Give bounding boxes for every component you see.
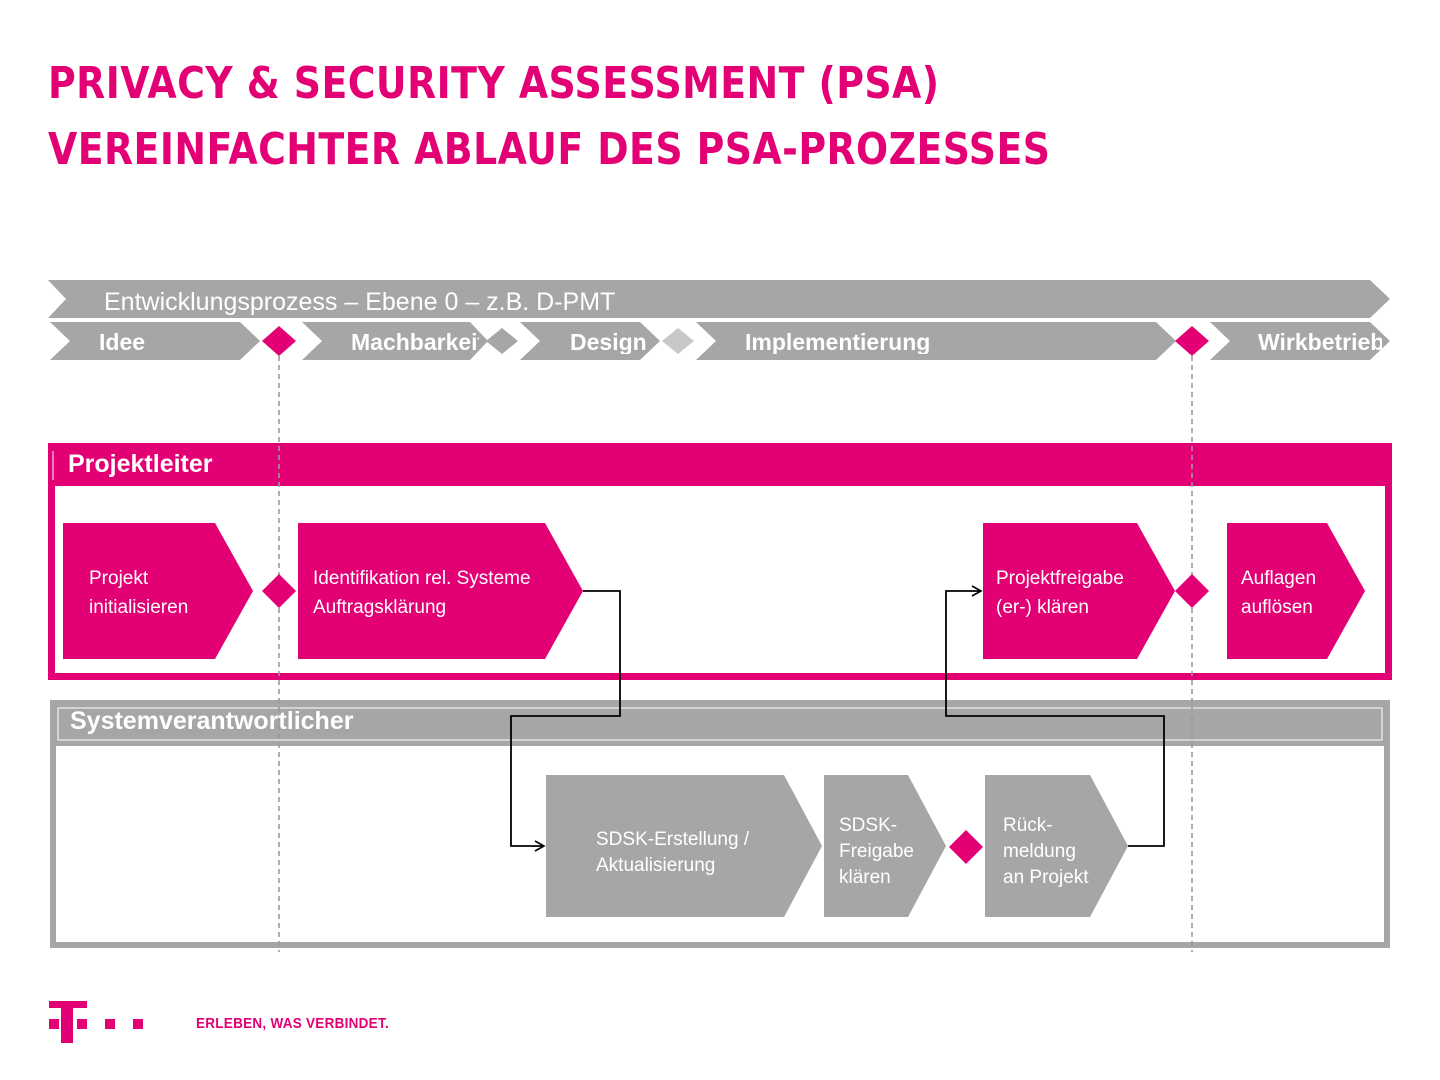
phase-label-idee: Idee [99, 331, 146, 354]
decision-diamond-1 [262, 574, 296, 608]
phase-chevron-design [520, 322, 660, 360]
lane-label-system-owner: Systemverantwortlicher [70, 707, 354, 735]
decision-diamond-3 [949, 830, 983, 864]
footer-tagline: ERLEBEN, WAS VERBINDET. [196, 1015, 389, 1032]
milestone-gate-1 [262, 326, 296, 356]
step-sdsk-freigabe [824, 775, 946, 917]
phase-chevron-idee [50, 322, 260, 360]
lane-label-project-lead: Projektleiter [68, 450, 213, 478]
phase-chevron-wirkbetrieb [1210, 322, 1390, 360]
step-label-auflagen: Auflagen auflösen [1241, 568, 1317, 618]
page-subtitle: VEREINFACHTER ABLAUF DES PSA-PROZESSES [48, 124, 1051, 175]
step-projektfreigabe [983, 523, 1175, 659]
connector-to-projektfreigabe [945, 585, 1165, 847]
decision-diamond-2 [1175, 574, 1209, 608]
milestone-gate-3 [662, 328, 694, 354]
telekom-logo [49, 1001, 143, 1043]
main-process-label: Entwicklungsprozess – Ebene 0 – z.B. D-P… [104, 288, 616, 316]
connector-to-sdsk [510, 590, 621, 852]
lane-system-owner-header [57, 707, 1383, 741]
milestone-gate-4 [1175, 326, 1209, 356]
page-title: PRIVACY & SECURITY ASSESSMENT (PSA) [48, 58, 940, 109]
step-sdsk-erstellung [546, 775, 822, 917]
step-label-rueckmeldung: Rück-meldung an Projekt [1003, 815, 1089, 888]
phase-label-implementierung: Implementierung [745, 331, 931, 354]
step-projekt-initialisieren [63, 523, 253, 659]
step-label-sdsk-erstellung: SDSK-Erstellung / Aktualisierung [596, 829, 750, 876]
step-identifikation [298, 523, 583, 659]
phase-chevron-machbarkeit [302, 322, 488, 360]
step-rueckmeldung [985, 775, 1128, 917]
step-auflagen [1227, 523, 1365, 659]
step-label-projekt-initialisieren: Projekt initialisieren [89, 568, 189, 618]
milestone-gate-2 [486, 328, 518, 354]
step-label-projektfreigabe: Projektfreigabe (er-) klären [996, 568, 1124, 618]
phase-chevron-implementierung [696, 322, 1176, 360]
step-label-identifikation: Identifikation rel. Systeme Auftragsklär… [313, 568, 531, 618]
phase-label-design: Design [570, 331, 647, 354]
phase-label-machbarkeit: Machbarkeit [351, 331, 479, 354]
main-process-chevron [48, 280, 1390, 318]
lane-project-lead-body [55, 486, 1385, 673]
step-label-sdsk-freigabe: SDSK-Freigabe klären [839, 815, 914, 888]
phase-label-wirkbetrieb: Wirkbetrieb [1258, 331, 1382, 354]
